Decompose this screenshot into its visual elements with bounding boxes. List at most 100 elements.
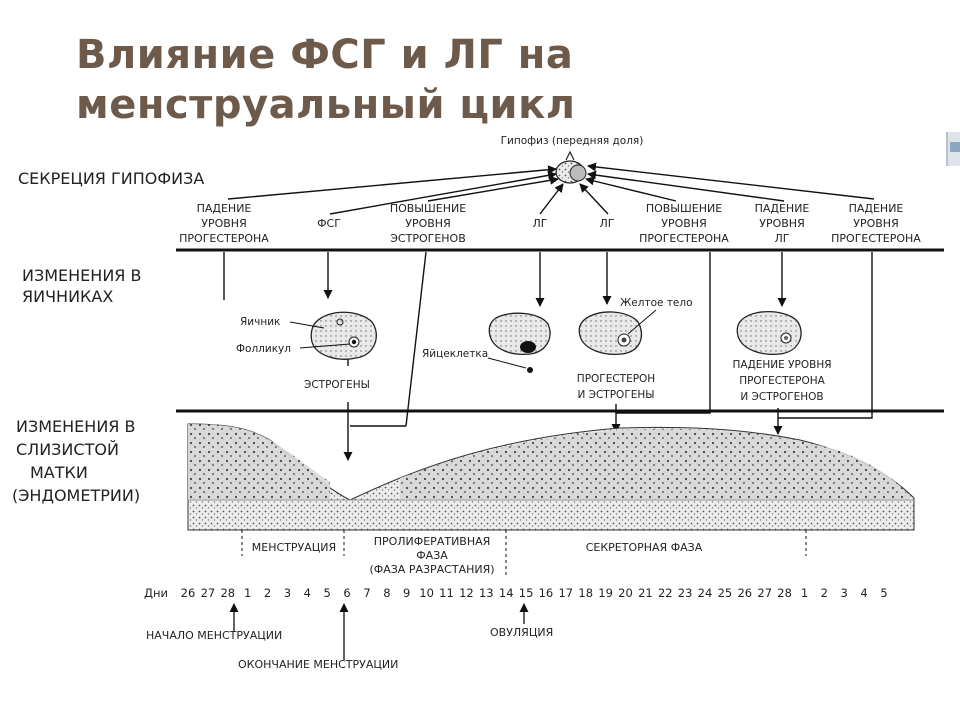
day-tick: 4	[860, 586, 867, 600]
day-tick: 21	[638, 586, 653, 600]
svg-text:ПРОГЕСТЕРОНА: ПРОГЕСТЕРОНА	[179, 232, 269, 245]
svg-text:ПРОГЕСТЕРОНА: ПРОГЕСТЕРОНА	[739, 375, 825, 387]
label-estrogen-rise: ПОВЫШЕНИЕ УРОВНЯ ЭСТРОГЕНОВ	[390, 202, 466, 245]
label-hormone-drop: ПАДЕНИЕ УРОВНЯ ПРОГЕСТЕРОНА И ЭСТРОГЕНОВ	[732, 359, 831, 403]
svg-text:УРОВНЯ: УРОВНЯ	[201, 217, 246, 230]
day-tick: 28	[220, 586, 235, 600]
section-ovary-changes: ИЗМЕНЕНИЯ В ЯИЧНИКАХ	[22, 266, 141, 306]
day-tick: 13	[479, 586, 494, 600]
svg-text:УРОВНЯ: УРОВНЯ	[759, 217, 804, 230]
section-endometrium-line-3: МАТКИ	[30, 463, 88, 482]
label-follicle: Фолликул	[236, 343, 291, 355]
svg-text:И ЭСТРОГЕНЫ: И ЭСТРОГЕНЫ	[577, 389, 654, 401]
leader-corpus-luteum	[627, 309, 657, 335]
svg-text:УРОВНЯ: УРОВНЯ	[853, 217, 898, 230]
day-tick: 11	[439, 586, 454, 600]
day-tick: 7	[363, 586, 370, 600]
hormone-arrows-to-pituitary	[227, 162, 875, 215]
leader-follicle	[299, 343, 351, 349]
day-tick: 26	[737, 586, 752, 600]
leader-egg	[487, 357, 527, 369]
day-tick: 17	[558, 586, 573, 600]
day-tick: 4	[304, 586, 311, 600]
day-tick: 1	[801, 586, 808, 600]
ovary-illustration-3	[578, 311, 643, 356]
svg-text:(ФАЗА РАЗРАСТАНИЯ): (ФАЗА РАЗРАСТАНИЯ)	[369, 563, 494, 576]
svg-text:ПАДЕНИЕ УРОВНЯ: ПАДЕНИЕ УРОВНЯ	[732, 359, 831, 371]
day-tick: 15	[519, 586, 534, 600]
section-endometrium-line-2: СЛИЗИСТОЙ	[16, 440, 119, 459]
ovary-illustration-2	[488, 312, 551, 373]
label-ovary: Яичник	[240, 316, 280, 328]
section-ovary-line-1: ИЗМЕНЕНИЯ В	[22, 266, 141, 285]
label-corpus-luteum: Желтое тело	[620, 297, 693, 309]
day-tick: 5	[324, 586, 331, 600]
svg-text:ПАДЕНИЕ: ПАДЕНИЕ	[197, 202, 252, 215]
day-tick: 3	[284, 586, 291, 600]
svg-text:ПОВЫШЕНИЕ: ПОВЫШЕНИЕ	[390, 202, 466, 215]
day-tick: 9	[403, 586, 410, 600]
label-progesterone-drop-1: ПАДЕНИЕ УРОВНЯ ПРОГЕСТЕРОНА	[179, 202, 269, 245]
phase-boundaries	[241, 530, 807, 576]
svg-text:ФАЗА: ФАЗА	[416, 549, 448, 562]
day-tick: 23	[678, 586, 693, 600]
pituitary-label: Гипофиз (передняя доля)	[501, 135, 644, 147]
slide-scroll-indicator[interactable]	[946, 132, 960, 166]
day-tick: 3	[841, 586, 848, 600]
label-egg: Яйцеклетка	[422, 348, 488, 360]
day-tick: 25	[718, 586, 733, 600]
leader-ovary	[289, 321, 325, 329]
section-ovary-line-2: ЯИЧНИКАХ	[22, 287, 113, 306]
label-lh-1: ЛГ	[533, 217, 548, 230]
day-tick: 1	[244, 586, 251, 600]
label-progesterone-drop-2: ПАДЕНИЕ УРОВНЯ ПРОГЕСТЕРОНА	[831, 202, 921, 245]
section-endometrium-line-1: ИЗМЕНЕНИЯ В	[16, 417, 135, 436]
label-menstruation-end: ОКОНЧАНИЕ МЕНСТРУАЦИИ	[238, 658, 398, 671]
svg-text:ЛГ: ЛГ	[775, 232, 790, 245]
day-tick: 27	[201, 586, 216, 600]
section-endometrium-line-4: (ЭНДОМЕТРИИ)	[12, 486, 140, 505]
day-tick: 12	[459, 586, 474, 600]
day-tick: 2	[264, 586, 271, 600]
label-fsh: ФСГ	[317, 217, 341, 230]
svg-text:ЭСТРОГЕНОВ: ЭСТРОГЕНОВ	[390, 232, 466, 245]
label-progesterone-estrogens: ПРОГЕСТЕРОН И ЭСТРОГЕНЫ	[577, 373, 655, 401]
label-lh-drop: ПАДЕНИЕ УРОВНЯ ЛГ	[755, 202, 810, 245]
label-estrogens: ЭСТРОГЕНЫ	[304, 379, 370, 391]
bottom-arrows	[229, 603, 529, 660]
label-progesterone-rise: ПОВЫШЕНИЕ УРОВНЯ ПРОГЕСТЕРОНА	[639, 202, 729, 245]
svg-text:И ЭСТРОГЕНОВ: И ЭСТРОГЕНОВ	[740, 391, 823, 403]
day-tick: 19	[598, 586, 613, 600]
day-tick: 22	[658, 586, 673, 600]
day-tick: 10	[419, 586, 434, 600]
slide-title-line-1: Влияние ФСГ и ЛГ на	[76, 32, 574, 78]
label-ovulation: ОВУЛЯЦИЯ	[490, 626, 553, 639]
day-tick: 5	[880, 586, 887, 600]
day-tick: 16	[539, 586, 554, 600]
day-tick: 6	[343, 586, 350, 600]
section-pituitary-secretion: СЕКРЕЦИЯ ГИПОФИЗА	[18, 169, 204, 188]
svg-text:ПОВЫШЕНИЕ: ПОВЫШЕНИЕ	[646, 202, 722, 215]
ovary-illustration-4	[736, 311, 802, 356]
svg-text:ПРОГЕСТЕРОНА: ПРОГЕСТЕРОНА	[639, 232, 729, 245]
phase-proliferative: ПРОЛИФЕРАТИВНАЯ ФАЗА (ФАЗА РАЗРАСТАНИЯ)	[369, 535, 494, 576]
day-tick: 28	[777, 586, 792, 600]
day-tick: 14	[499, 586, 514, 600]
label-lh-2: ЛГ	[600, 217, 615, 230]
days-label: Дни	[144, 586, 168, 600]
phase-secretory: СЕКРЕТОРНАЯ ФАЗА	[586, 541, 703, 554]
day-tick: 8	[383, 586, 390, 600]
connector-lines	[223, 251, 873, 461]
svg-text:ПРОГЕСТЕРОНА: ПРОГЕСТЕРОНА	[831, 232, 921, 245]
slide-title: Влияние ФСГ и ЛГ на менструальный цикл	[76, 30, 636, 130]
svg-text:ПАДЕНИЕ: ПАДЕНИЕ	[755, 202, 810, 215]
section-endometrium-changes: ИЗМЕНЕНИЯ В СЛИЗИСТОЙ МАТКИ (ЭНДОМЕТРИИ)	[12, 417, 140, 505]
pituitary-gland	[555, 150, 587, 184]
day-tick: 20	[618, 586, 633, 600]
day-tick: 24	[698, 586, 713, 600]
svg-text:ПРОЛИФЕРАТИВНАЯ: ПРОЛИФЕРАТИВНАЯ	[374, 535, 491, 548]
day-tick: 18	[578, 586, 593, 600]
ovary-illustration-1	[310, 311, 377, 360]
